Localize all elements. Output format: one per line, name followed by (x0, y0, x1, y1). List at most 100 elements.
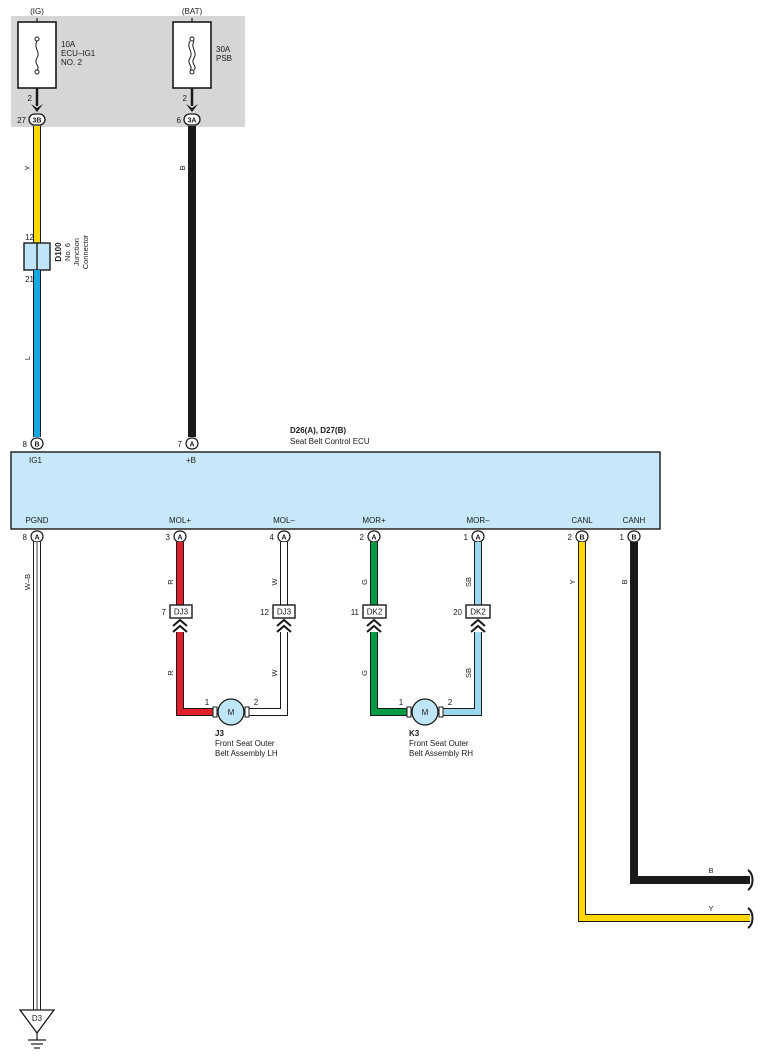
ecu-name: Seat Belt Control ECU (290, 437, 370, 446)
ecu-id: D26(A), D27(B) (290, 426, 346, 435)
fuse-ig-term-conn: 3B (33, 118, 42, 125)
motor-j3-line2: Belt Assembly LH (215, 749, 278, 758)
fuse-bat-term-pin: 6 (177, 116, 182, 125)
wire-mol-minus-lower-color: W (270, 669, 279, 677)
motor-k3-id: K3 (409, 729, 420, 738)
motor-j3: M 1 2 J3 Front Seat Outer Belt Assembly … (205, 698, 278, 758)
ecu-pin-canh-number: 1 (620, 533, 625, 542)
motor-k3-line2: Belt Assembly RH (409, 749, 473, 758)
connector-chevron-icon (276, 618, 292, 633)
ecu-pin-plus-b: A 7 +B (178, 437, 199, 465)
ecu-pin-plus-b-conn: A (189, 442, 194, 449)
motor-k3: M 1 2 K3 Front Seat Outer Belt Assembly … (399, 698, 473, 758)
connector-dk2-20-pin: 20 (453, 608, 462, 617)
connector-dj3-12: DJ3 12 (260, 604, 296, 633)
motor-k3-pin-right: 2 (448, 698, 453, 707)
wire-mor-minus-lower-color: SB (464, 668, 473, 678)
wire-mol-plus-upper-color: R (166, 579, 175, 585)
ecu-pin-ig1-label: IG1 (29, 456, 42, 465)
wire-mol-plus: R R (166, 542, 214, 716)
fusible-link-icon (188, 36, 196, 75)
fuse-ig-rating: 10A (61, 40, 76, 49)
wire-canh: B B (620, 542, 754, 891)
junction-line2: Junction (72, 238, 81, 266)
ground-icon (28, 1039, 46, 1049)
motor-j3-pin-left: 1 (205, 698, 210, 707)
ecu-pin-canh-label: CANH (623, 516, 646, 525)
fuse-ig-name2: NO. 2 (61, 58, 82, 67)
fuse-ig: 10A ECU–IG1 NO. 2 (17, 18, 96, 89)
fuse-ig-pin: 2 (28, 94, 33, 103)
motor-icon (411, 698, 439, 726)
fuse-ig-term-pin: 27 (17, 116, 26, 125)
connector-chevron-icon (470, 618, 486, 633)
wire-bat-color: B (178, 165, 187, 170)
ecu-pin-mol-minus: MOL– A 4 (270, 516, 295, 543)
fuse-bat-term-conn: 3A (188, 118, 197, 125)
connector-dk2-11-id: DK2 (367, 608, 383, 617)
wire-pgnd-color: W–B (23, 574, 32, 590)
wire-ig-lower-color: L (23, 356, 32, 360)
connector-dj3-12-id: DJ3 (277, 608, 292, 617)
ecu-pin-ig1-number: 8 (23, 440, 28, 449)
wire-bat: B (178, 126, 196, 437)
fuse-ig-terminal: 2 3B 27 (17, 88, 46, 126)
ecu-pin-canl-label: CANL (571, 516, 593, 525)
motor-j3-symbol: M (228, 708, 235, 717)
fuse-ig-name1: ECU–IG1 (61, 49, 96, 58)
ecu-pin-mol-minus-label: MOL– (273, 516, 295, 525)
connector-dk2-20-id: DK2 (470, 608, 486, 617)
wire-break-icon (747, 869, 754, 891)
wire-break-icon (747, 907, 754, 929)
ecu-pin-canh-conn: B (631, 535, 636, 542)
connector-dj3-7: DJ3 7 (162, 604, 193, 633)
ground-point: D3 (18, 1009, 56, 1049)
ecu-pin-mor-minus-conn: A (475, 535, 480, 542)
wire-canl-end-color: Y (708, 904, 713, 913)
ecu-pin-pgnd-number: 8 (23, 533, 28, 542)
ecu-pin-mor-minus-number: 1 (464, 533, 469, 542)
junction-line3: Connector (81, 234, 90, 269)
junction-line1: No. 6 (63, 243, 72, 261)
motor-k3-line1: Front Seat Outer (409, 739, 469, 748)
connector-dk2-11: DK2 11 (351, 604, 387, 633)
fuse-bat: 30A PSB (172, 18, 232, 89)
ecu-pin-mol-plus-conn: A (177, 535, 182, 542)
motor-j3-line1: Front Seat Outer (215, 739, 275, 748)
fuse-symbol-icon (34, 36, 40, 75)
fuse-ig-source: (IG) (30, 7, 44, 16)
ecu-pin-mor-plus-number: 2 (360, 533, 365, 542)
ecu-pin-pgnd-label: PGND (25, 516, 48, 525)
ecu-pin-mor-plus-conn: A (371, 535, 376, 542)
ecu-pin-mol-plus-label: MOL+ (169, 516, 191, 525)
ecu-pin-mol-minus-number: 4 (270, 533, 275, 542)
wire-mor-minus: SB SB (441, 542, 482, 716)
ecu-pin-mol-plus-number: 3 (166, 533, 171, 542)
ecu-pin-canl-number: 2 (568, 533, 573, 542)
fuse-bat-pin: 2 (183, 94, 188, 103)
ecu-pin-plus-b-label: +B (186, 456, 196, 465)
wire-pgnd: W–B (23, 542, 41, 1010)
motor-k3-symbol: M (422, 708, 429, 717)
fuse-bat-name: PSB (216, 54, 232, 63)
wire-canl-color: Y (568, 579, 577, 584)
wire-ig-lower: L (23, 270, 41, 437)
wire-mol-minus-upper-color: W (270, 578, 279, 586)
wire-mol-minus: W W (247, 542, 288, 716)
ecu-pin-pgnd-conn: A (34, 535, 39, 542)
junction-id: D100 (54, 242, 63, 262)
connector-dj3-7-pin: 7 (162, 608, 167, 617)
fuse-bat-source: (BAT) (182, 7, 203, 16)
wire-canh-color: B (620, 579, 629, 584)
connector-chevron-icon (172, 618, 188, 633)
wire-canh-end-color: B (708, 866, 713, 875)
motor-j3-id: J3 (215, 729, 224, 738)
ground-id: D3 (32, 1014, 43, 1023)
connector-chevron-icon (366, 618, 382, 633)
connector-dk2-11-pin: 11 (351, 608, 360, 617)
wire-canl: Y Y (568, 542, 754, 929)
ecu-pin-mor-minus: MOR– A 1 (464, 516, 490, 543)
junction-pin-top: 12 (25, 233, 34, 242)
seat-belt-control-ecu: D26(A), D27(B) Seat Belt Control ECU B 8… (10, 426, 661, 543)
